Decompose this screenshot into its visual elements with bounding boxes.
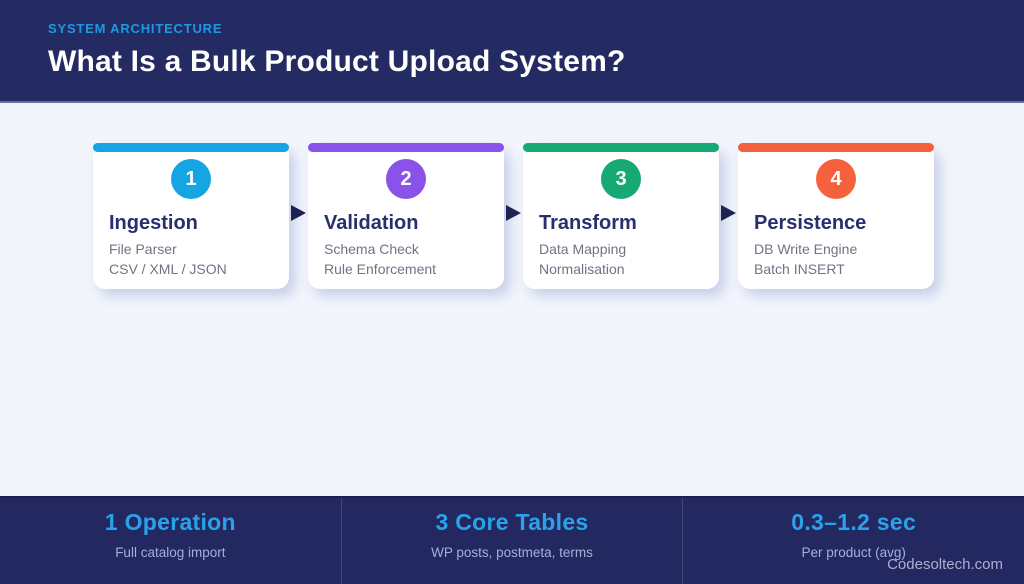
- step-detail: DB Write Engine: [754, 241, 858, 257]
- step-number-badge: 2: [386, 159, 426, 199]
- accent-bar: [523, 143, 719, 152]
- arrow-cell: [289, 143, 308, 289]
- arrow-cell: [719, 143, 738, 289]
- header-band: SYSTEM ARCHITECTURE What Is a Bulk Produ…: [0, 0, 1024, 103]
- step-detail: Normalisation: [539, 261, 625, 277]
- accent-bar: [738, 143, 934, 152]
- step-detail: Batch INSERT: [754, 261, 845, 277]
- step-number-badge: 4: [816, 159, 856, 199]
- stat-label: Per product (avg): [801, 545, 906, 560]
- eyebrow-label: SYSTEM ARCHITECTURE: [48, 21, 223, 36]
- step-number-badge: 1: [171, 159, 211, 199]
- stat-value: 1 Operation: [104, 509, 236, 535]
- step-detail: CSV / XML / JSON: [109, 261, 227, 277]
- pipeline-flow: 1 Ingestion File Parser CSV / XML / JSON…: [93, 143, 934, 289]
- step-title: Persistence: [754, 212, 867, 234]
- accent-bar: [308, 143, 504, 152]
- stat-label: Full catalog import: [115, 545, 226, 560]
- step-card-transform: 3 Transform Data Mapping Normalisation: [523, 143, 719, 289]
- step-card-persistence: 4 Persistence DB Write Engine Batch INSE…: [738, 143, 934, 289]
- arrow-cell: [504, 143, 523, 289]
- stat-timing: 0.3–1.2 sec Per product (avg): [682, 498, 1024, 584]
- step-number-badge: 3: [601, 159, 641, 199]
- step-title: Transform: [539, 212, 637, 234]
- step-title: Ingestion: [109, 212, 198, 234]
- page-title: What Is a Bulk Product Upload System?: [48, 45, 626, 78]
- step-detail: Schema Check: [324, 241, 419, 257]
- stat-label: WP posts, postmeta, terms: [431, 545, 593, 560]
- step-card-validation: 2 Validation Schema Check Rule Enforceme…: [308, 143, 504, 289]
- flow-arrow-icon: [506, 205, 521, 221]
- flow-arrow-icon: [291, 205, 306, 221]
- accent-bar: [93, 143, 289, 152]
- flow-arrow-icon: [721, 205, 736, 221]
- footer-stats-band: 1 Operation Full catalog import 3 Core T…: [0, 496, 1024, 584]
- stat-value: 0.3–1.2 sec: [791, 509, 917, 535]
- stat-value: 3 Core Tables: [435, 509, 589, 535]
- step-detail: Data Mapping: [539, 241, 627, 257]
- stat-operations: 1 Operation Full catalog import: [0, 498, 341, 584]
- step-detail: File Parser: [109, 241, 177, 257]
- step-detail: Rule Enforcement: [324, 261, 437, 277]
- step-card-ingestion: 1 Ingestion File Parser CSV / XML / JSON: [93, 143, 289, 289]
- stat-core-tables: 3 Core Tables WP posts, postmeta, terms: [340, 498, 683, 584]
- watermark: Codesoltech.com: [887, 556, 1003, 573]
- step-title: Validation: [324, 212, 419, 234]
